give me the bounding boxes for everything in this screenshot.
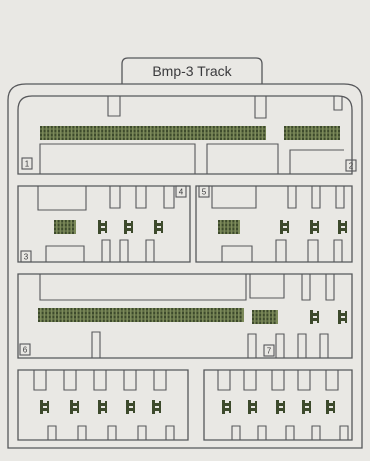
track-parts	[38, 126, 347, 414]
svg-text:6: 6	[23, 346, 28, 355]
track-link	[40, 400, 49, 414]
row-1-panel	[17, 95, 353, 175]
part-number-3: 3	[20, 250, 32, 263]
svg-text:7: 7	[267, 347, 272, 356]
svg-text:5: 5	[202, 188, 207, 197]
track-link	[152, 400, 161, 414]
track-strip	[40, 126, 266, 140]
track-strip	[284, 126, 340, 140]
svg-text:1: 1	[25, 160, 30, 169]
row-2-right-panel	[195, 185, 353, 263]
outer-frame	[7, 83, 363, 449]
track-link	[338, 220, 347, 234]
track-link	[154, 220, 163, 234]
svg-text:4: 4	[179, 188, 184, 197]
track-strip	[54, 220, 76, 234]
track-link	[222, 400, 231, 414]
row-3-panel	[17, 273, 353, 359]
track-link	[248, 400, 257, 414]
part-number-2: 2	[345, 159, 357, 172]
track-link	[124, 220, 133, 234]
title-tag: Bmp-3 Track	[121, 57, 263, 84]
track-link	[326, 400, 335, 414]
track-strip	[38, 308, 244, 322]
track-link	[126, 400, 135, 414]
row-4-left-panel	[17, 369, 189, 441]
part-number-7: 7	[263, 344, 275, 357]
svg-text:3: 3	[24, 253, 29, 262]
track-link	[310, 220, 319, 234]
row-2-left-panel	[17, 185, 191, 263]
track-link	[302, 400, 311, 414]
svg-text:2: 2	[349, 162, 354, 171]
part-number-6: 6	[19, 343, 31, 356]
track-link	[98, 400, 107, 414]
track-link	[310, 310, 319, 324]
track-link	[70, 400, 79, 414]
track-link	[280, 220, 289, 234]
part-number-1: 1	[21, 157, 33, 170]
track-link	[338, 310, 347, 324]
row-4-right-panel	[203, 369, 353, 441]
track-strip	[252, 310, 278, 324]
part-number-5: 5	[198, 185, 210, 198]
title-text: Bmp-3 Track	[152, 63, 232, 79]
track-strip	[218, 220, 240, 234]
part-number-4: 4	[175, 185, 187, 198]
track-link	[276, 400, 285, 414]
track-link	[98, 220, 107, 234]
